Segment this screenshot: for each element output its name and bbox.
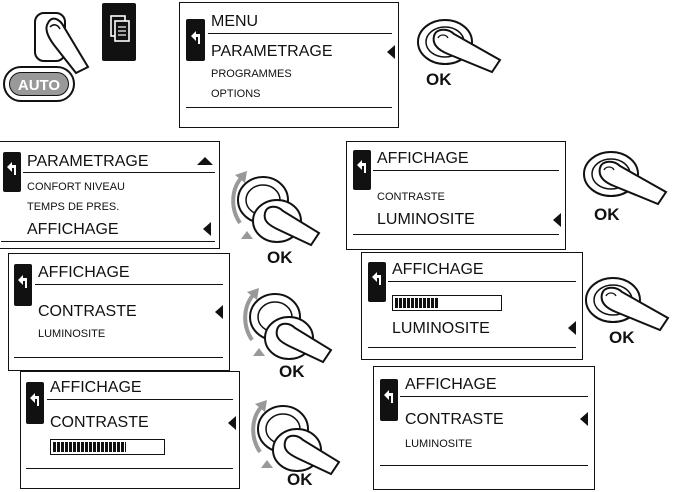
bottom-divider (368, 347, 576, 348)
select-arrow-icon (553, 213, 561, 227)
menu-item-parametrage[interactable]: PARAMETRAGE (211, 43, 333, 60)
back-arrow-icon[interactable] (14, 264, 32, 306)
back-arrow-icon[interactable] (26, 382, 44, 424)
ok-label: OK (609, 328, 635, 347)
back-arrow-icon[interactable] (3, 152, 21, 192)
luminosity-level-bar[interactable] (392, 295, 502, 311)
affichage-screen: AFFICHAGE CONTRASTE LUMINOSITE (373, 366, 595, 490)
scroll-up-icon[interactable] (197, 157, 213, 165)
title-divider (400, 396, 588, 397)
auto-button[interactable]: AUTO (3, 66, 75, 102)
bottom-divider (14, 357, 223, 358)
list-item-luminosite[interactable]: LUMINOSITE (377, 211, 475, 228)
select-arrow-icon (580, 412, 588, 426)
page-title: AFFICHAGE (50, 379, 142, 396)
title-divider (373, 170, 559, 171)
title-divider (35, 284, 223, 285)
ok-label: OK (426, 70, 452, 89)
auto-button-label: AUTO (17, 77, 61, 94)
affichage-luminosite-screen: AFFICHAGE LUMINOSITE (361, 252, 583, 360)
bottom-divider (26, 468, 233, 469)
list-item-luminosite[interactable]: LUMINOSITE (392, 320, 490, 337)
rotary-knob-icon[interactable] (237, 280, 333, 365)
hand-press-button-illustration (34, 12, 90, 75)
title-divider (388, 281, 576, 282)
list-item-affichage[interactable]: AFFICHAGE (27, 221, 119, 238)
menu-screen: MENU PARAMETRAGE PROGRAMMES OPTIONS (179, 2, 399, 128)
title-divider (23, 172, 215, 173)
select-arrow-icon (568, 321, 576, 335)
list-item-contraste[interactable]: CONTRASTE (377, 191, 445, 203)
list-item-contraste[interactable]: CONTRASTE (50, 414, 149, 431)
back-arrow-icon[interactable] (368, 262, 386, 302)
menu-item-programmes[interactable]: PROGRAMMES (211, 68, 292, 80)
page-title: PARAMETRAGE (27, 153, 149, 170)
back-arrow-icon[interactable] (186, 19, 205, 61)
finger-press-icon[interactable] (412, 14, 512, 84)
select-arrow-icon (203, 222, 211, 236)
finger-press-icon[interactable] (578, 146, 678, 216)
list-item-contraste[interactable]: CONTRASTE (405, 411, 504, 428)
select-arrow-icon (228, 416, 236, 430)
affichage-screen: AFFICHAGE CONTRASTE LUMINOSITE (346, 141, 566, 250)
select-arrow-icon (387, 45, 395, 59)
page-title: AFFICHAGE (38, 264, 130, 281)
affichage-contraste-screen: AFFICHAGE CONTRASTE (20, 371, 240, 489)
ok-label: OK (287, 470, 313, 489)
bottom-divider (353, 234, 559, 235)
list-item-luminosite[interactable]: LUMINOSITE (38, 328, 106, 340)
rotary-knob-icon[interactable] (225, 163, 321, 248)
page-title: AFFICHAGE (377, 150, 469, 167)
contrast-level-fill (53, 442, 127, 452)
list-item-confort-niveau[interactable]: CONFORT NIVEAU (27, 181, 125, 193)
select-arrow-icon (215, 305, 223, 319)
copy-icon[interactable] (102, 3, 136, 61)
back-arrow-icon[interactable] (380, 379, 398, 421)
list-item-contraste[interactable]: CONTRASTE (38, 303, 137, 320)
page-title: MENU (211, 13, 259, 30)
ok-label: OK (279, 362, 305, 381)
rotary-knob-icon[interactable] (245, 392, 341, 477)
finger-press-icon[interactable] (580, 272, 680, 342)
contrast-level-bar[interactable] (50, 439, 165, 455)
parametrage-screen: PARAMETRAGE CONFORT NIVEAU TEMPS DE PRES… (0, 141, 220, 249)
ok-label: OK (267, 248, 293, 267)
bottom-divider (380, 465, 588, 466)
bottom-divider (186, 107, 392, 108)
bottom-divider (1, 241, 215, 242)
title-divider (47, 399, 233, 400)
back-arrow-icon[interactable] (353, 150, 371, 190)
luminosity-level-fill (395, 298, 439, 308)
ok-label: OK (594, 205, 620, 224)
list-item-luminosite[interactable]: LUMINOSITE (405, 438, 473, 450)
title-divider (208, 33, 392, 34)
list-item-temps-de-pres[interactable]: TEMPS DE PRES. (27, 201, 120, 213)
page-title: AFFICHAGE (392, 261, 484, 278)
affichage-screen: AFFICHAGE CONTRASTE LUMINOSITE (8, 253, 230, 371)
menu-item-options[interactable]: OPTIONS (211, 88, 261, 100)
page-title: AFFICHAGE (405, 376, 497, 393)
